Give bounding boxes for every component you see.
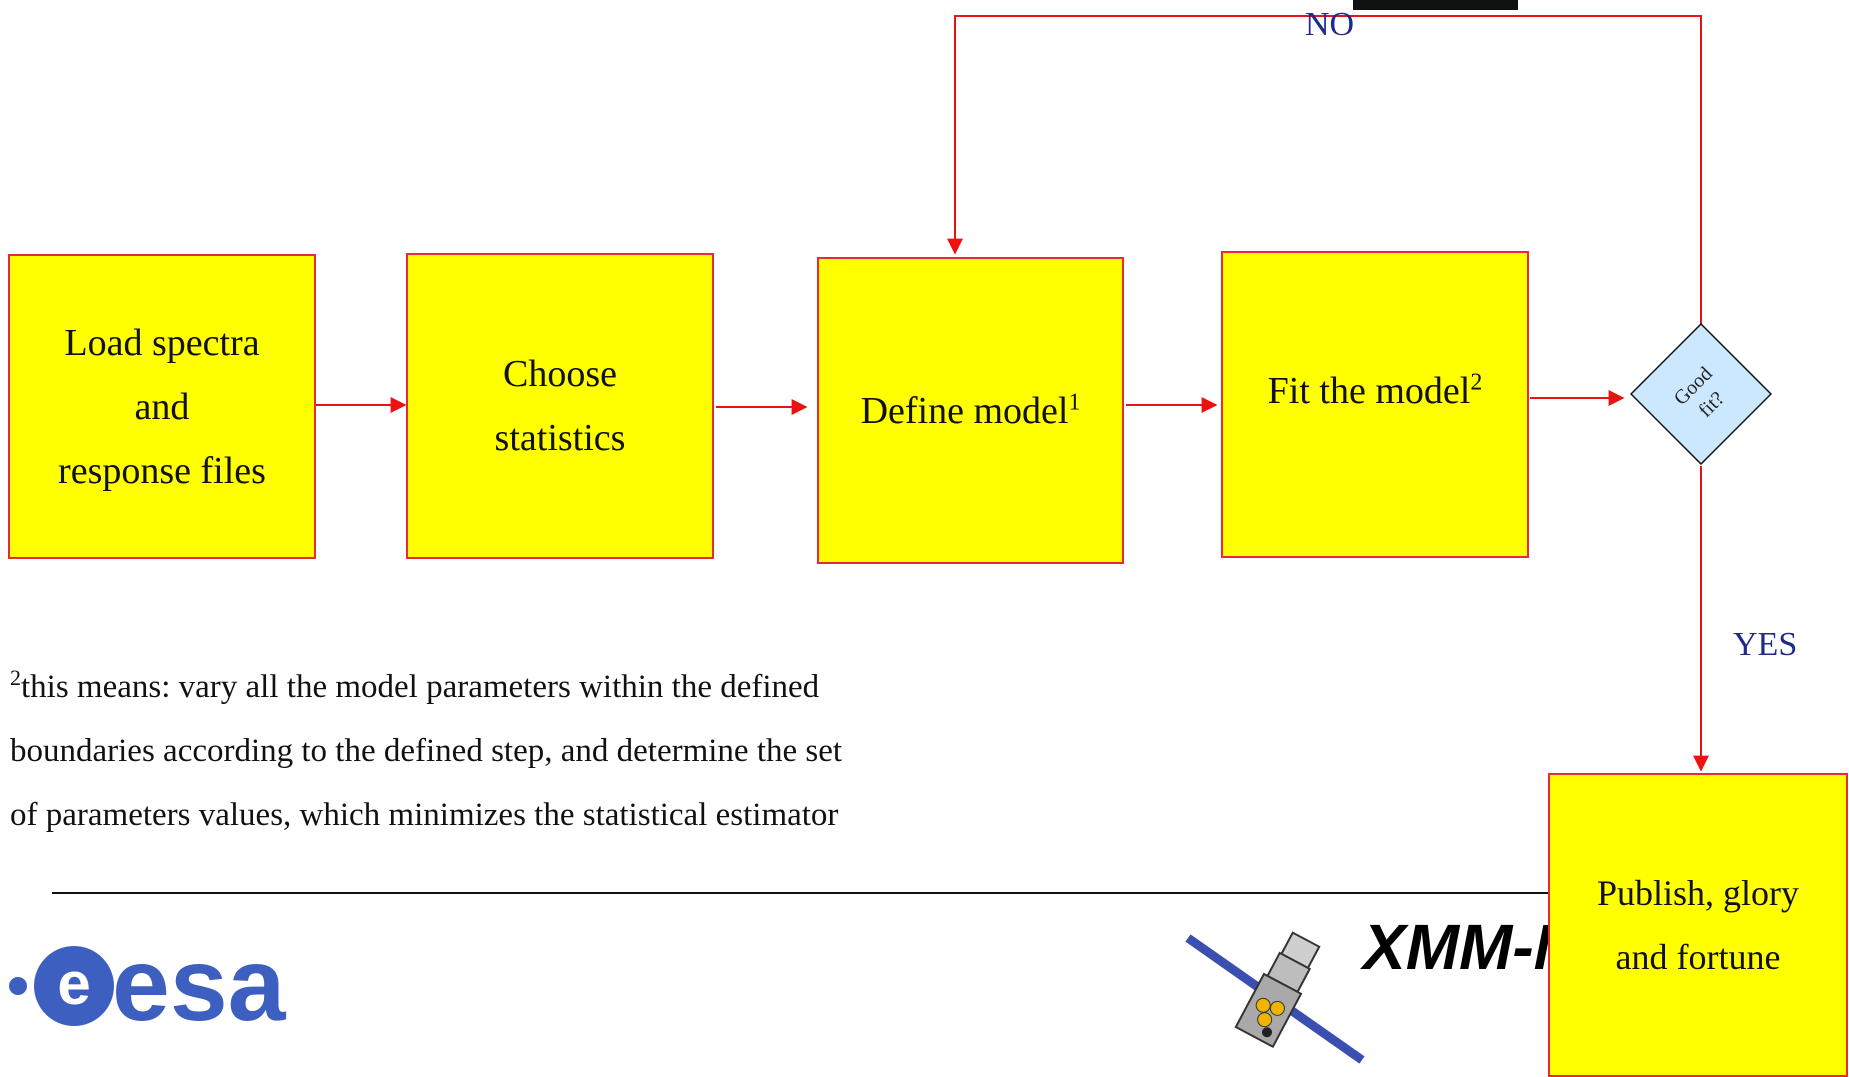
step-define-label: Define model bbox=[860, 389, 1069, 432]
footnote-line-2: boundaries according to the defined step… bbox=[10, 733, 843, 769]
step-fit-label: Fit the model bbox=[1267, 369, 1471, 412]
step-choose-line-2: statistics bbox=[494, 417, 626, 459]
label-no: NO bbox=[1305, 6, 1355, 43]
footnote-line-3: of parameters values, which minimizes th… bbox=[10, 797, 839, 833]
step-publish-line-1: Publish, glory bbox=[1596, 873, 1800, 913]
mission-logo-text: XMM-N bbox=[1363, 911, 1580, 983]
step-load-spectra: Load spectra and response files bbox=[8, 254, 316, 559]
footnote-line-1: 2this means: vary all the model paramete… bbox=[10, 665, 820, 706]
step-define-model: Define model1 bbox=[817, 257, 1124, 564]
step-choose-line-1: Choose bbox=[502, 353, 617, 395]
step-define-footnote-mark: 1 bbox=[1068, 388, 1081, 415]
footnote-mark: 2 bbox=[10, 665, 21, 690]
esa-logo-wordmark: esa bbox=[112, 927, 287, 1040]
step-choose-statistics: Choose statistics bbox=[406, 253, 714, 559]
step-fit-model: Fit the model2 bbox=[1221, 251, 1529, 558]
esa-logo-dot-icon bbox=[9, 977, 27, 995]
footer-divider bbox=[52, 892, 1562, 894]
decision-good-fit: Good fit? bbox=[1630, 323, 1772, 465]
step-publish: Publish, glory and fortune bbox=[1548, 773, 1848, 1077]
header-fragment bbox=[1353, 0, 1518, 10]
esa-logo-emblem-icon bbox=[34, 946, 114, 1026]
step-fit-footnote-mark: 2 bbox=[1470, 368, 1483, 395]
satellite-icon bbox=[1185, 931, 1365, 1064]
step-publish-line-2: and fortune bbox=[1615, 937, 1781, 977]
step-load-line-2: and bbox=[134, 385, 190, 428]
svg-text:e: e bbox=[57, 950, 90, 1017]
step-load-line-1: Load spectra bbox=[64, 321, 260, 364]
esa-logo: e esa bbox=[9, 927, 287, 1040]
label-yes: YES bbox=[1733, 626, 1798, 663]
arrow-no-loop bbox=[947, 15, 1702, 324]
step-load-line-3: response files bbox=[58, 449, 266, 492]
footnote: 2this means: vary all the model paramete… bbox=[10, 655, 1010, 847]
